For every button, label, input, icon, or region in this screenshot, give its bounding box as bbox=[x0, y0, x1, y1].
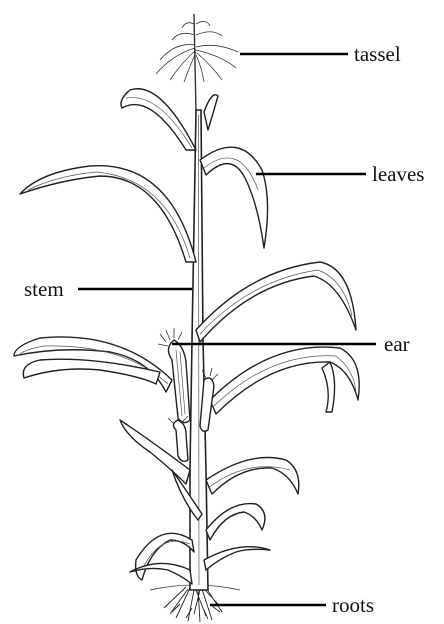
roots-label: roots bbox=[332, 593, 374, 617]
ear-label: ear bbox=[384, 332, 410, 356]
ear-illustration bbox=[158, 328, 218, 461]
tassel-label: tassel bbox=[354, 42, 401, 66]
leaves-label: leaves bbox=[372, 162, 424, 186]
stem-label: stem bbox=[24, 277, 64, 301]
leaves-illustration bbox=[14, 89, 359, 584]
tassel-illustration bbox=[156, 14, 238, 112]
